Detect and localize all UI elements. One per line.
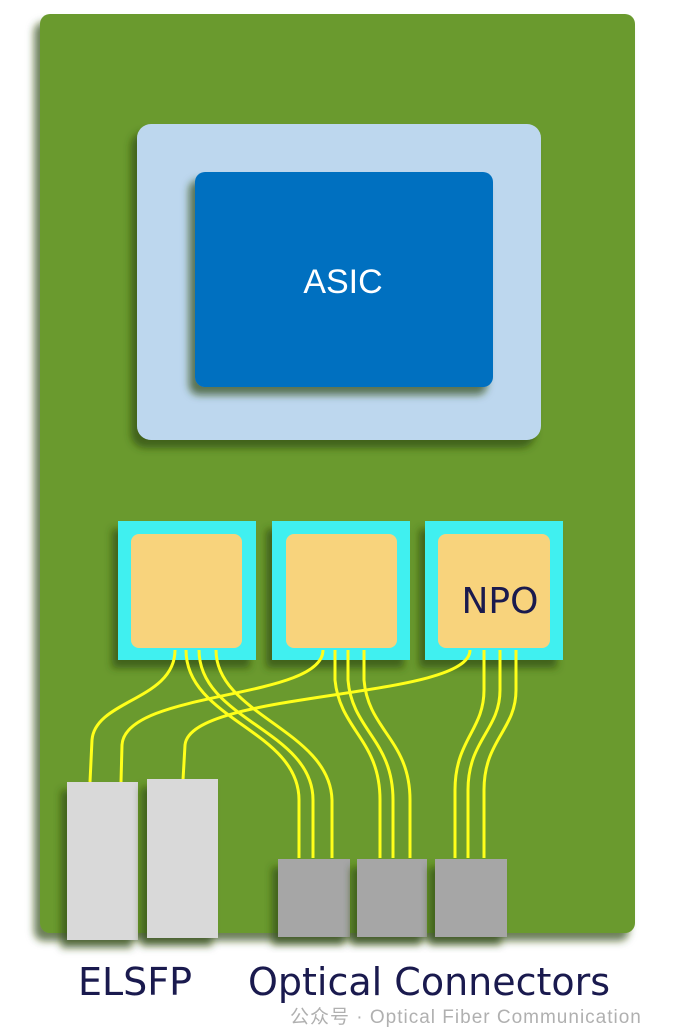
fibers [88, 649, 518, 858]
fiber [453, 650, 486, 858]
fiber [197, 649, 315, 858]
fiber [346, 650, 395, 858]
optical-connectors-label: Optical Connectors [248, 960, 611, 1004]
npo-module-1 [118, 521, 256, 660]
elsfp-module-2 [147, 779, 218, 938]
elsfp-module-1 [67, 782, 138, 940]
watermark: 公众号 · Optical Fiber Communication [290, 1007, 642, 1028]
npo-module-3: NPO [425, 521, 563, 660]
optical-connector-2 [357, 859, 427, 937]
fiber [482, 650, 518, 858]
optical-connector-3 [435, 859, 507, 937]
npo-module-2 [272, 521, 410, 660]
asic-chip [195, 172, 493, 387]
fiber [184, 649, 301, 858]
fiber [214, 649, 334, 858]
fiber [333, 650, 382, 858]
elsfp-label: ELSFP [78, 960, 193, 1004]
npo-label: NPO [462, 581, 539, 622]
asic-label: ASIC [303, 263, 382, 301]
fiber [466, 650, 502, 858]
fiber [119, 649, 325, 783]
fiber [88, 649, 177, 783]
optical-connector-1 [278, 859, 350, 937]
fiber [181, 649, 472, 781]
